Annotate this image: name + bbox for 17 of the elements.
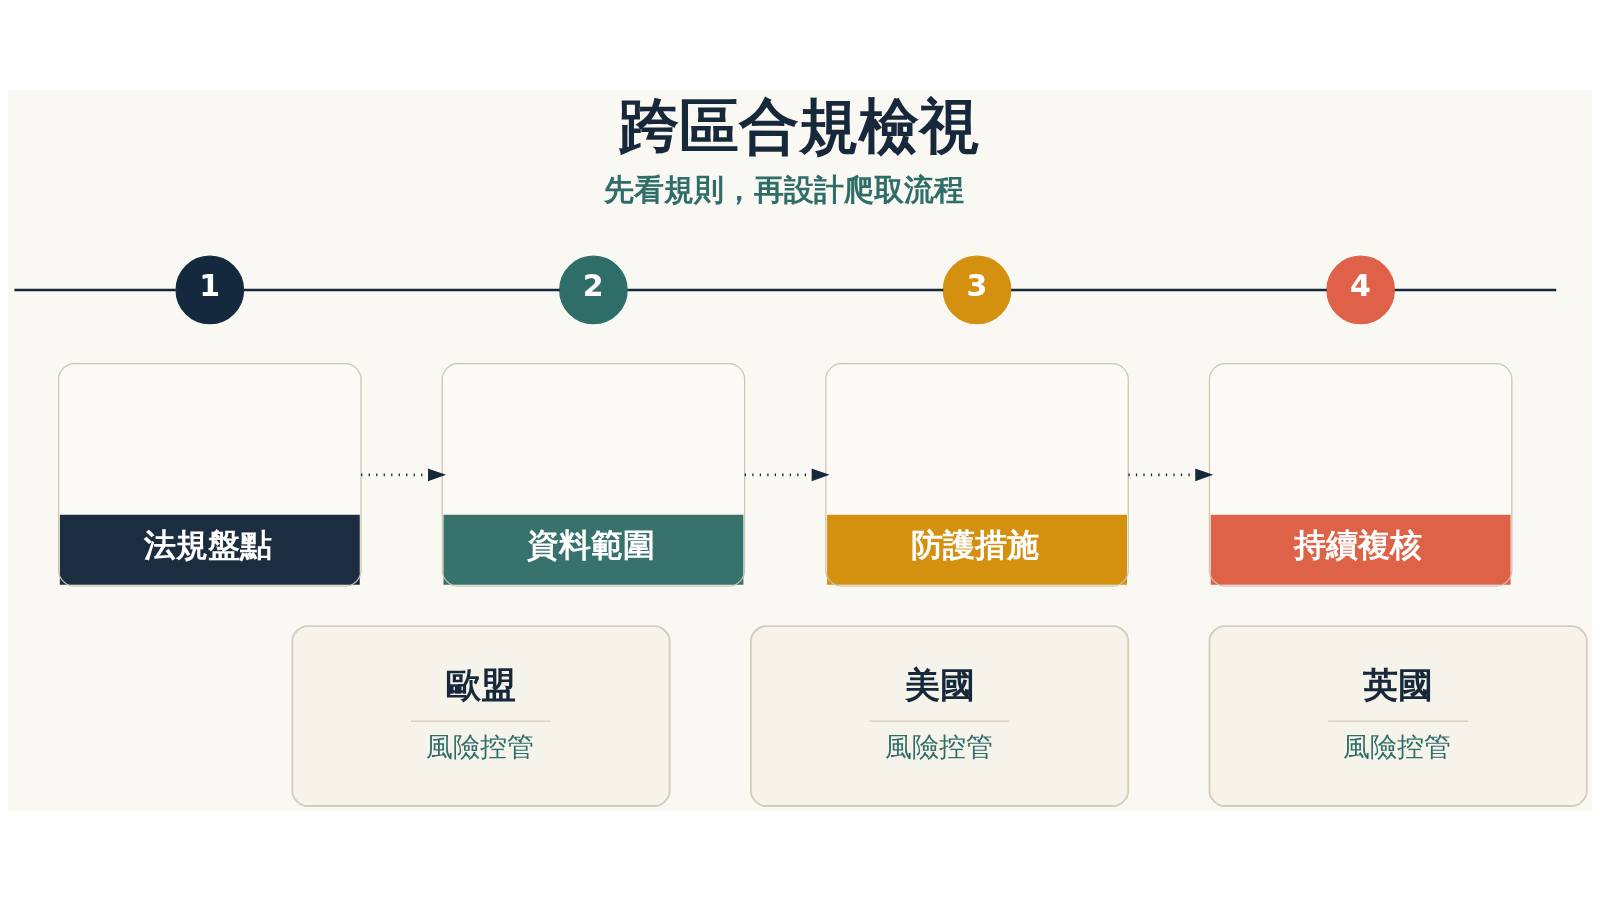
node-circle: 3	[942, 255, 1012, 324]
arrow	[744, 468, 830, 481]
node-circle: 1	[175, 255, 245, 324]
connector	[627, 288, 944, 291]
connector	[243, 288, 560, 291]
node-box: 美國 風險控管	[749, 624, 1130, 807]
node-circle: 2	[559, 255, 628, 324]
connector	[1011, 288, 1327, 291]
arrow	[1128, 468, 1214, 481]
connector	[1394, 288, 1557, 291]
arrow	[361, 468, 447, 481]
node-circle: 4	[1326, 255, 1395, 324]
connector	[14, 288, 176, 291]
label: 先看規則，再設計爬取流程	[604, 171, 965, 207]
node-box: 英國 風險控管	[1208, 624, 1588, 807]
diagram-title: 跨區合規檢視	[619, 90, 980, 161]
node-box: 歐盟 風險控管	[291, 624, 671, 807]
